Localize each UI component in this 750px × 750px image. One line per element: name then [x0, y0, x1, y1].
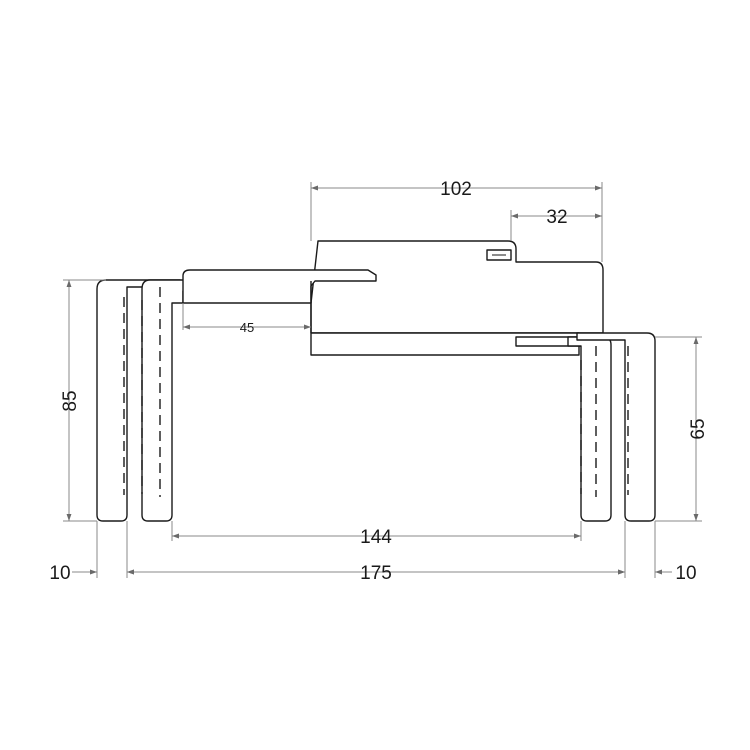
door-leaf-profile — [310, 240, 604, 334]
right-jamb-profile — [567, 336, 612, 522]
upper-stop-plate — [182, 269, 377, 304]
dim-65-label: 65 — [688, 418, 709, 439]
left-jamb-profile — [141, 279, 236, 522]
dim-10-right-label: 10 — [675, 563, 696, 584]
dim-85-label: 85 — [60, 390, 81, 411]
dim-32-label: 32 — [546, 207, 567, 228]
left-hidden-tongue — [123, 287, 161, 497]
dim-102-label: 102 — [440, 179, 472, 200]
right-casing-profile — [576, 332, 656, 522]
dim-10-left-label: 10 — [49, 563, 70, 584]
dim-175-label: 175 — [360, 563, 392, 584]
dim-144-label: 144 — [360, 527, 392, 548]
right-hidden-tongue — [580, 346, 629, 497]
left-casing-profile — [96, 279, 181, 522]
dim-45-label: 45 — [240, 320, 254, 335]
